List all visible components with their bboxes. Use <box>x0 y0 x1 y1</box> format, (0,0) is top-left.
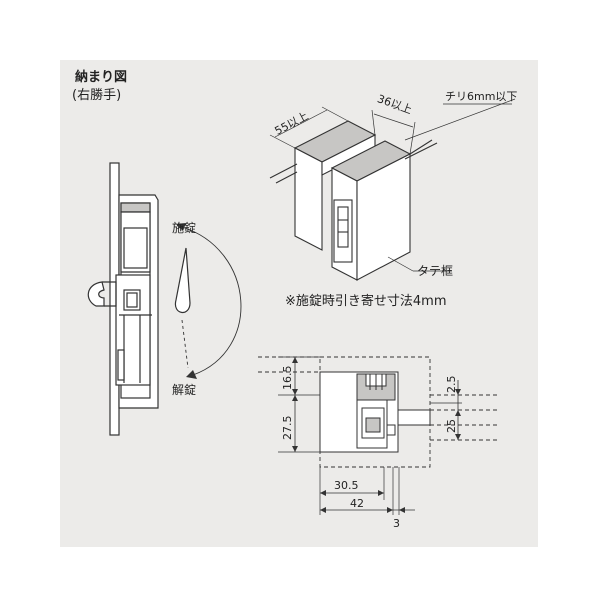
isometric-frame-view <box>269 98 516 281</box>
unlock-label: 解錠 <box>172 382 196 397</box>
drawing-title: 納まり図 <box>75 69 127 85</box>
dim-2-5: 2.5 <box>445 376 458 394</box>
dim-30-5: 30.5 <box>334 479 359 492</box>
lever-rotation-symbol <box>174 223 242 379</box>
chiri-label: チリ6mm以下 <box>445 90 517 103</box>
lock-label: 施錠 <box>172 220 196 235</box>
dim-27-5: 27.5 <box>281 416 294 441</box>
dimension-arrows <box>292 357 461 513</box>
plan-view <box>258 356 500 515</box>
tate-frame-label: タテ框 <box>417 264 453 278</box>
note-text: ※施錠時引き寄せ寸法4mm <box>285 293 447 309</box>
dim-42: 42 <box>350 497 364 510</box>
dim-55-label: 55以上 <box>273 109 311 137</box>
dim-16-5: 16.5 <box>281 366 294 391</box>
dim-36-label: 36以上 <box>376 92 414 117</box>
dim-3: 3 <box>393 517 400 530</box>
dim-25: 25 <box>445 419 458 433</box>
latch-side-view <box>87 162 159 436</box>
drawing-subtitle: (右勝手) <box>72 88 121 103</box>
